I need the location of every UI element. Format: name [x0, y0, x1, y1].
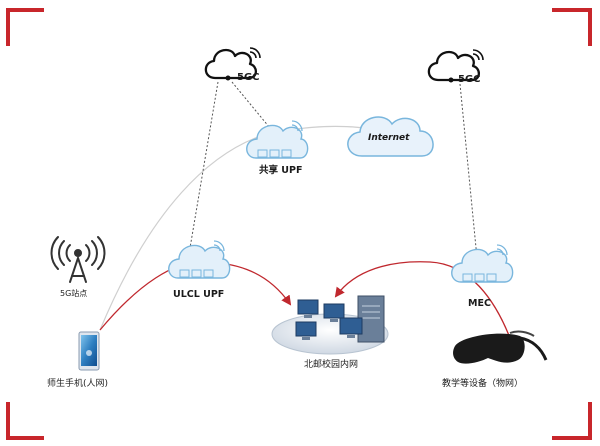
core-5gc-right: 5GC [427, 49, 484, 85]
campus-lan-label: 北邮校园内网 [304, 358, 358, 370]
mec-label: MEC [468, 298, 491, 309]
phone-device: 师生手机(人网) [47, 331, 108, 389]
computer-icon [339, 317, 363, 338]
cloud-icon [427, 50, 481, 82]
cloud-icon [204, 48, 258, 80]
base-station: 5G站点 [50, 236, 106, 298]
computer-icon [323, 303, 345, 322]
shared-upf-node: 共享 UPF [246, 120, 309, 176]
shared-upf-label: 共享 UPF [259, 164, 302, 176]
core-5gc-right-label: 5GC [458, 74, 481, 85]
wifi-icon [472, 49, 484, 61]
corner-marks [6, 8, 592, 440]
base-station-label: 5G站点 [60, 288, 87, 298]
cloud-icon [347, 116, 434, 157]
flow-arrow-headset-to-lan [334, 261, 511, 339]
wifi-icon [496, 244, 508, 256]
dotted-links [189, 81, 478, 259]
computer-icon [295, 321, 317, 340]
internet-cloud: Internet [347, 116, 434, 157]
wifi-icon [291, 120, 303, 132]
computer-icon [297, 299, 319, 318]
core-5gc-left-label: 5GC [237, 72, 260, 83]
ulcl-upf-label: ULCL UPF [173, 289, 224, 300]
base-station-icon [50, 236, 106, 283]
grey-link-phone-upf [99, 125, 391, 331]
vr-headset-label: 教学等设备（物网） [442, 377, 523, 389]
phone-label: 师生手机(人网) [47, 377, 108, 389]
wifi-icon [249, 47, 261, 59]
ulcl-upf-node: ULCL UPF [168, 240, 231, 300]
internet-label: Internet [368, 133, 410, 143]
phone-icon [78, 331, 100, 371]
mec-node: MEC [451, 244, 514, 309]
vr-headset-icon [453, 330, 548, 364]
vr-headset: 教学等设备（物网） [442, 330, 548, 389]
wifi-icon [213, 240, 225, 252]
campus-lan: 北邮校园内网 [271, 295, 389, 370]
core-5gc-left: 5GC [204, 47, 261, 83]
